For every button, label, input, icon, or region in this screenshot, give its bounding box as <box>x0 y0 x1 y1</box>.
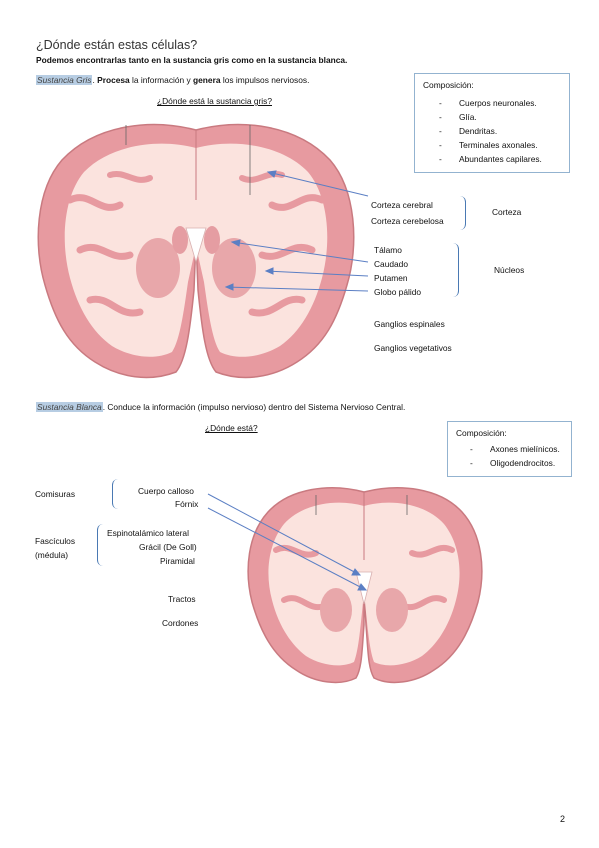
list-item: -Dendritas. <box>439 126 498 136</box>
white-composition-list: -Axones mielínicos. -Oligodendrocitos. <box>456 442 563 470</box>
label-gracil: Grácil (De Goll) <box>139 542 197 552</box>
gray-matter-heading: Sustancia Gris <box>36 75 93 85</box>
arrowhead <box>224 283 234 291</box>
intro-text: Podemos encontrarlas tanto en la sustanc… <box>36 55 348 65</box>
arrowhead <box>264 267 274 275</box>
label-piramidal: Piramidal <box>160 556 195 566</box>
gray-processes-text: la información y <box>132 75 191 85</box>
label-medula: (médula) <box>35 550 69 560</box>
gray-composition-box: Composición: -Cuerpos neuronales. -Glía.… <box>414 73 570 173</box>
label-nucleos: Núcleos <box>494 265 525 275</box>
list-item: -Terminales axonales. <box>439 140 538 150</box>
gray-matter-line: Sustancia Gris. Procesa la información y… <box>36 75 310 85</box>
gray-arrows <box>224 170 369 292</box>
brain-coronal-section-gray <box>37 123 355 379</box>
gray-question: ¿Dónde está la sustancia gris? <box>157 96 272 106</box>
gray-generates-bold: genera <box>193 75 221 85</box>
gray-generates-text: los impulsos nerviosos. <box>222 75 310 85</box>
arrow-globo-palido <box>225 286 369 292</box>
brace-fasciculos <box>97 524 109 566</box>
arrowhead <box>357 583 368 591</box>
arrow-putamen <box>265 270 369 277</box>
label-cuerpo-calloso: Cuerpo calloso <box>138 486 194 496</box>
gray-composition-title: Composición: <box>423 80 474 90</box>
list-item: -Cuerpos neuronales. <box>439 98 537 108</box>
page-title: ¿Dónde están estas células? <box>36 38 198 52</box>
arrow-corteza <box>267 171 369 197</box>
brace-nucleos <box>445 243 459 297</box>
arrow-caudado <box>231 241 369 263</box>
list-item: -Axones mielínicos. <box>470 444 560 454</box>
brain-coronal-section-white <box>247 487 483 684</box>
brace-comisuras <box>112 479 124 509</box>
brace-corteza <box>452 196 466 230</box>
label-corteza-cerebelosa: Corteza cerebelosa <box>371 216 444 226</box>
white-arrows <box>207 493 368 591</box>
label-fasciculos: Fascículos <box>35 536 76 546</box>
white-question: ¿Dónde está? <box>205 423 258 433</box>
label-caudado: Caudado <box>374 259 408 269</box>
label-talamo: Tálamo <box>374 245 402 255</box>
label-corteza: Corteza <box>492 207 522 217</box>
gray-composition-list: -Cuerpos neuronales. -Glía. -Dendritas. … <box>423 96 561 166</box>
white-composition-box: Composición: -Axones mielínicos. -Oligod… <box>447 421 572 477</box>
label-ganglios-espinales: Ganglios espinales <box>374 319 445 329</box>
label-corteza-cerebral: Corteza cerebral <box>371 200 433 210</box>
white-matter-heading: Sustancia Blanca <box>36 402 103 412</box>
white-composition-title: Composición: <box>456 428 507 438</box>
gray-processes-bold: Procesa <box>97 75 130 85</box>
label-ganglios-vegetativos: Ganglios vegetativos <box>374 343 452 353</box>
label-fornix: Fórnix <box>175 499 199 509</box>
label-comisuras: Comisuras <box>35 489 76 499</box>
arrow-cuerpo-calloso <box>207 493 361 576</box>
arrow-fornix <box>207 507 367 591</box>
arrowhead <box>351 568 362 576</box>
list-item: -Oligodendrocitos. <box>470 458 556 468</box>
label-espinotalamico: Espinotalámico lateral <box>107 528 189 538</box>
label-tractos: Tractos <box>168 594 196 604</box>
label-putamen: Putamen <box>374 273 408 283</box>
arrowhead <box>266 170 277 178</box>
list-item: -Glía. <box>439 112 477 122</box>
white-matter-description: . Conduce la información (impulso nervio… <box>102 402 406 412</box>
list-item: -Abundantes capilares. <box>439 154 542 164</box>
white-matter-line: Sustancia Blanca. Conduce la información… <box>36 402 405 412</box>
label-globo-palido: Globo pálido <box>374 287 422 297</box>
page-number: 2 <box>559 814 565 824</box>
label-cordones: Cordones <box>162 618 199 628</box>
arrowhead <box>230 239 241 247</box>
